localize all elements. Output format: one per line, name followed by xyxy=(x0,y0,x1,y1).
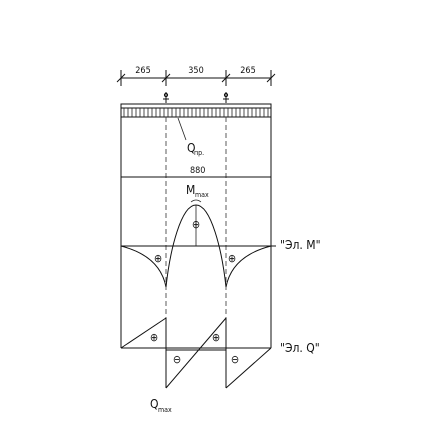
shear-sign-neg-left: ⊖ xyxy=(173,353,181,366)
shear-label: Q xyxy=(150,397,159,411)
moment-diagram xyxy=(120,199,272,288)
load-distance: 880 xyxy=(190,166,205,176)
dimension-middle: 350 xyxy=(188,66,203,76)
shear-diagram xyxy=(120,317,272,389)
beam xyxy=(120,103,272,118)
load-label-sub: пр. xyxy=(194,149,204,157)
dimension-left: 265 xyxy=(135,66,150,76)
load-pointer xyxy=(177,117,187,141)
dimension-right: 265 xyxy=(240,66,255,76)
support-left xyxy=(163,92,169,103)
moment-label: M xyxy=(186,183,195,197)
diagram-frame xyxy=(120,117,276,349)
moment-label-sub: max xyxy=(195,191,209,199)
load-label: Q xyxy=(187,141,196,155)
dimension-line xyxy=(116,70,276,86)
support-axes xyxy=(165,117,227,325)
shear-sign-neg-right: ⊖ xyxy=(231,353,239,366)
moment-plot-label: "Эл. M" xyxy=(280,238,321,252)
shear-label-sub: max xyxy=(158,406,172,414)
moment-sign-left: ⊕ xyxy=(154,252,162,265)
support-right xyxy=(223,92,229,103)
shear-sign-pos-right: ⊕ xyxy=(212,331,220,344)
moment-sign-right: ⊕ xyxy=(228,252,236,265)
shear-plot-label: "Эл. Q" xyxy=(280,341,320,355)
moment-sign-center: ⊕ xyxy=(192,218,200,231)
shear-sign-pos-left: ⊕ xyxy=(150,331,158,344)
